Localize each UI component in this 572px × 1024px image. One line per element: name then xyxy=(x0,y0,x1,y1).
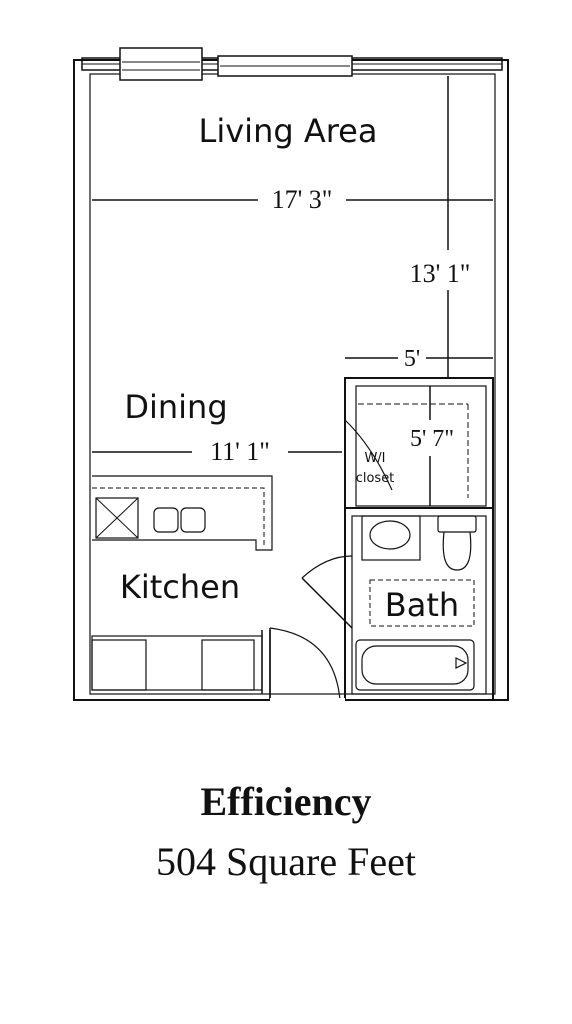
floor-plan: Living Area 17' 3" 13' 1" 5' Dining 5' 7… xyxy=(73,47,509,702)
entry-door xyxy=(269,627,345,702)
bathroom xyxy=(301,507,494,701)
closet-width-dimension: 5' xyxy=(404,346,420,372)
living-depth-dimension: 13' 1" xyxy=(410,259,471,288)
kitchen-label: Kitchen xyxy=(120,568,240,606)
plan-title: Efficiency xyxy=(200,779,372,824)
closet-depth-dimension: 5' 7" xyxy=(410,426,454,452)
kitchen-counter xyxy=(92,475,273,551)
window-left xyxy=(119,47,203,81)
plan-square-footage: 504 Square Feet xyxy=(156,839,416,884)
living-width-dimension: 17' 3" xyxy=(272,185,333,214)
kitchen-lower-counter xyxy=(91,630,271,700)
window-right xyxy=(217,55,353,77)
closet-label-line2: closet xyxy=(356,471,395,486)
dining-width-dimension: 11' 1" xyxy=(210,437,270,466)
bath-label: Bath xyxy=(385,586,459,624)
closet-label-line1: W/I xyxy=(364,451,385,466)
living-area-label: Living Area xyxy=(199,112,378,150)
walk-in-closet xyxy=(344,357,494,509)
dining-label: Dining xyxy=(124,388,227,426)
